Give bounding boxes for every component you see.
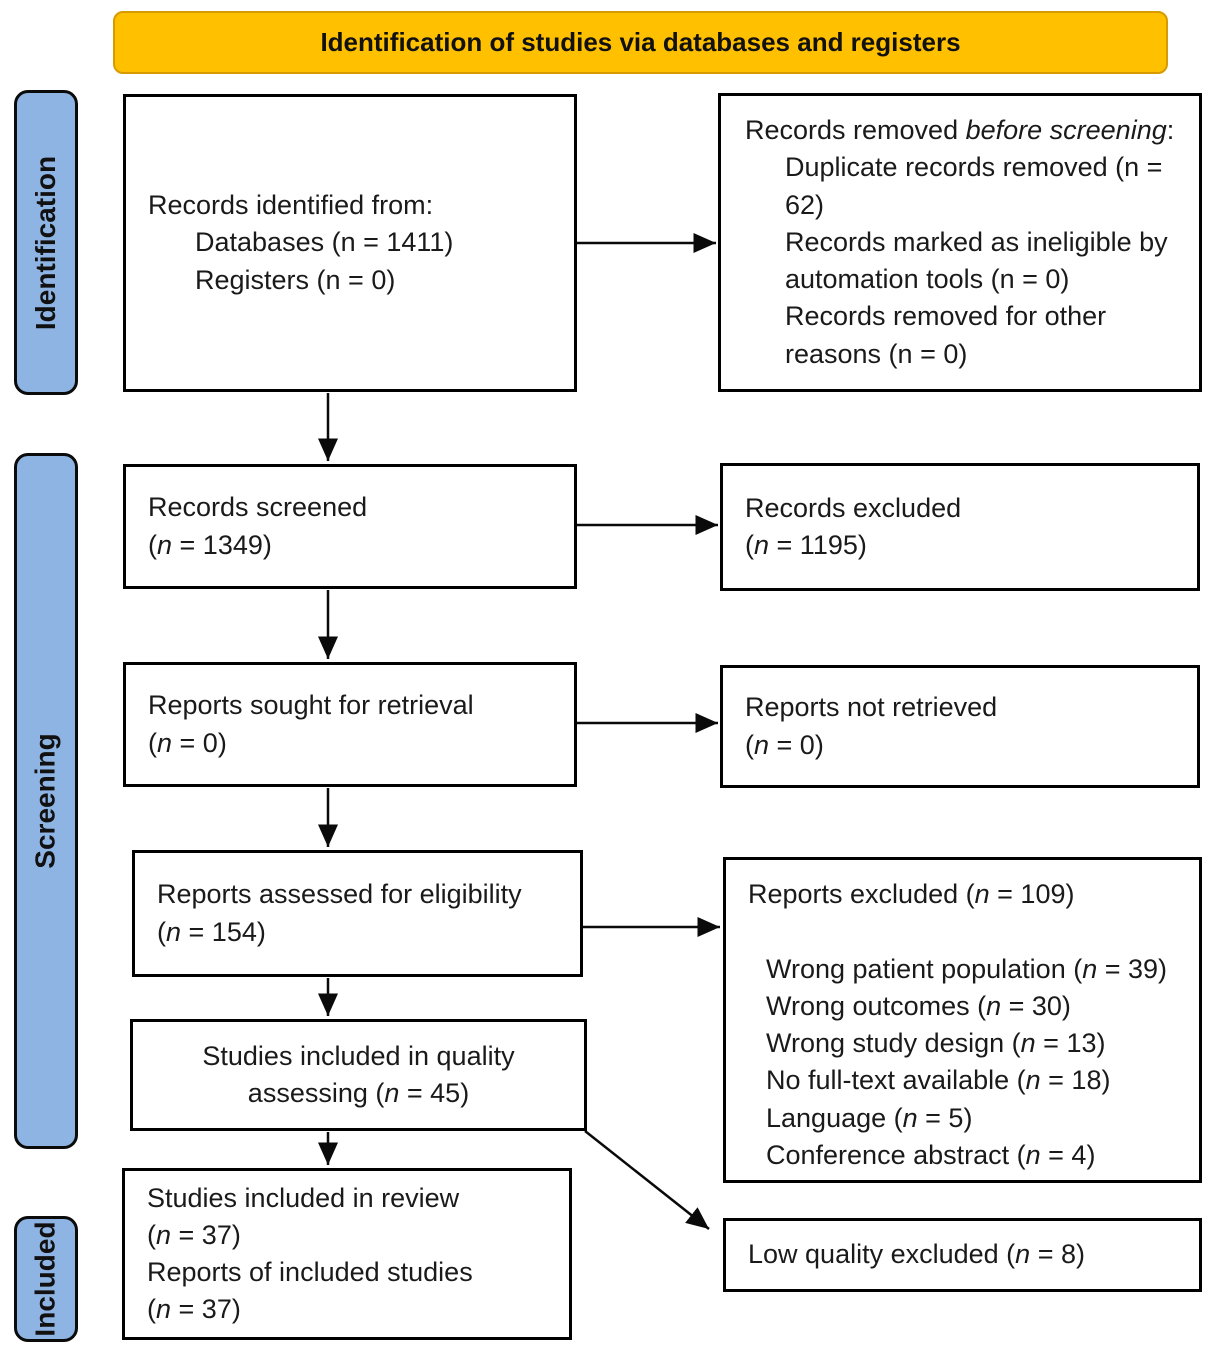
text-line: Reports excluded (n = 109) (748, 879, 1075, 909)
sidebar-screening: Screening (14, 453, 78, 1149)
text-line: Records excluded (745, 492, 962, 523)
box-records-removed-before-screening: Records removed before screening: Duplica… (718, 93, 1202, 392)
text-line: Language (n = 5) (766, 1102, 973, 1133)
text-line: No full-text available (n = 18) (766, 1065, 1111, 1096)
text-line (748, 913, 1195, 950)
text-line: Studies included in quality (202, 1040, 515, 1071)
text-line: (n = 154) (157, 916, 266, 947)
box-records-screened: Records screened (n = 1349) (123, 464, 577, 589)
box-included-review: Studies included in review (n = 37) Report… (122, 1168, 572, 1340)
text-line: Low quality excluded (n = 8) (748, 1239, 1085, 1270)
text-line: Registers (n = 0) (195, 264, 396, 295)
text-line: Records marked as ineligible by automati… (785, 226, 1168, 295)
sidebar-included: Included (14, 1216, 78, 1342)
sidebar-identification: Identification (14, 90, 78, 395)
text-line: Records removed before screening: (745, 115, 1175, 146)
box-reports-assessed: Reports assessed for eligibility (n = 154… (132, 850, 583, 977)
sidebar-identification-label: Identification (30, 155, 62, 330)
text-line: (n = 0) (745, 729, 824, 760)
box-low-quality-excluded: Low quality excluded (n = 8) (723, 1218, 1202, 1292)
text-line: Studies included in review (147, 1182, 460, 1213)
box-quality-assessing: Studies included in quality assessing (n … (130, 1019, 587, 1131)
text-line: Records removed for other reasons (n = 0… (785, 301, 1107, 369)
text-line: (n = 0) (148, 727, 227, 758)
text-line: Records screened (148, 492, 368, 523)
box-records-identified: Records identified from: Databases (n = 1… (123, 94, 577, 392)
text-line: Wrong patient population (n = 39) (766, 953, 1168, 984)
box-records-excluded: Records excluded (n = 1195) (720, 463, 1200, 591)
sidebar-included-label: Included (30, 1221, 61, 1337)
text-line: Reports sought for retrieval (148, 690, 474, 721)
text-line: Records identified from: (148, 190, 434, 221)
text-line: (n = 1349) (148, 529, 272, 560)
text-line: Reports not retrieved (745, 692, 998, 723)
text-line: (n = 37) (147, 1294, 241, 1325)
text-line: Reports of included studies (147, 1257, 473, 1287)
text-line: Databases (n = 1411) (195, 227, 454, 258)
box-reports-sought: Reports sought for retrieval (n = 0) (123, 662, 577, 787)
box-reports-not-retrieved: Reports not retrieved (n = 0) (720, 665, 1200, 788)
arrow-quality-to-low-quality (584, 1130, 710, 1230)
text-line: assessing (n = 45) (247, 1078, 470, 1108)
text-line: Conference abstract (n = 4) (766, 1139, 1096, 1170)
header-banner: Identification of studies via databases … (113, 11, 1168, 74)
sidebar-screening-label: Screening (30, 733, 62, 869)
header-title: Identification of studies via databases … (320, 27, 961, 57)
text-line: (n = 1195) (745, 530, 867, 560)
box-reports-excluded-reasons: Reports excluded (n = 109) Wrong patient … (723, 857, 1202, 1183)
text-line: Wrong study design (n = 13) (766, 1028, 1106, 1058)
text-line: Reports assessed for eligibility (157, 879, 522, 910)
text-line: Wrong outcomes (n = 30) (766, 990, 1071, 1021)
text-line: (n = 37) (147, 1219, 241, 1250)
text-line: Duplicate records removed (n = 62) (785, 152, 1163, 220)
